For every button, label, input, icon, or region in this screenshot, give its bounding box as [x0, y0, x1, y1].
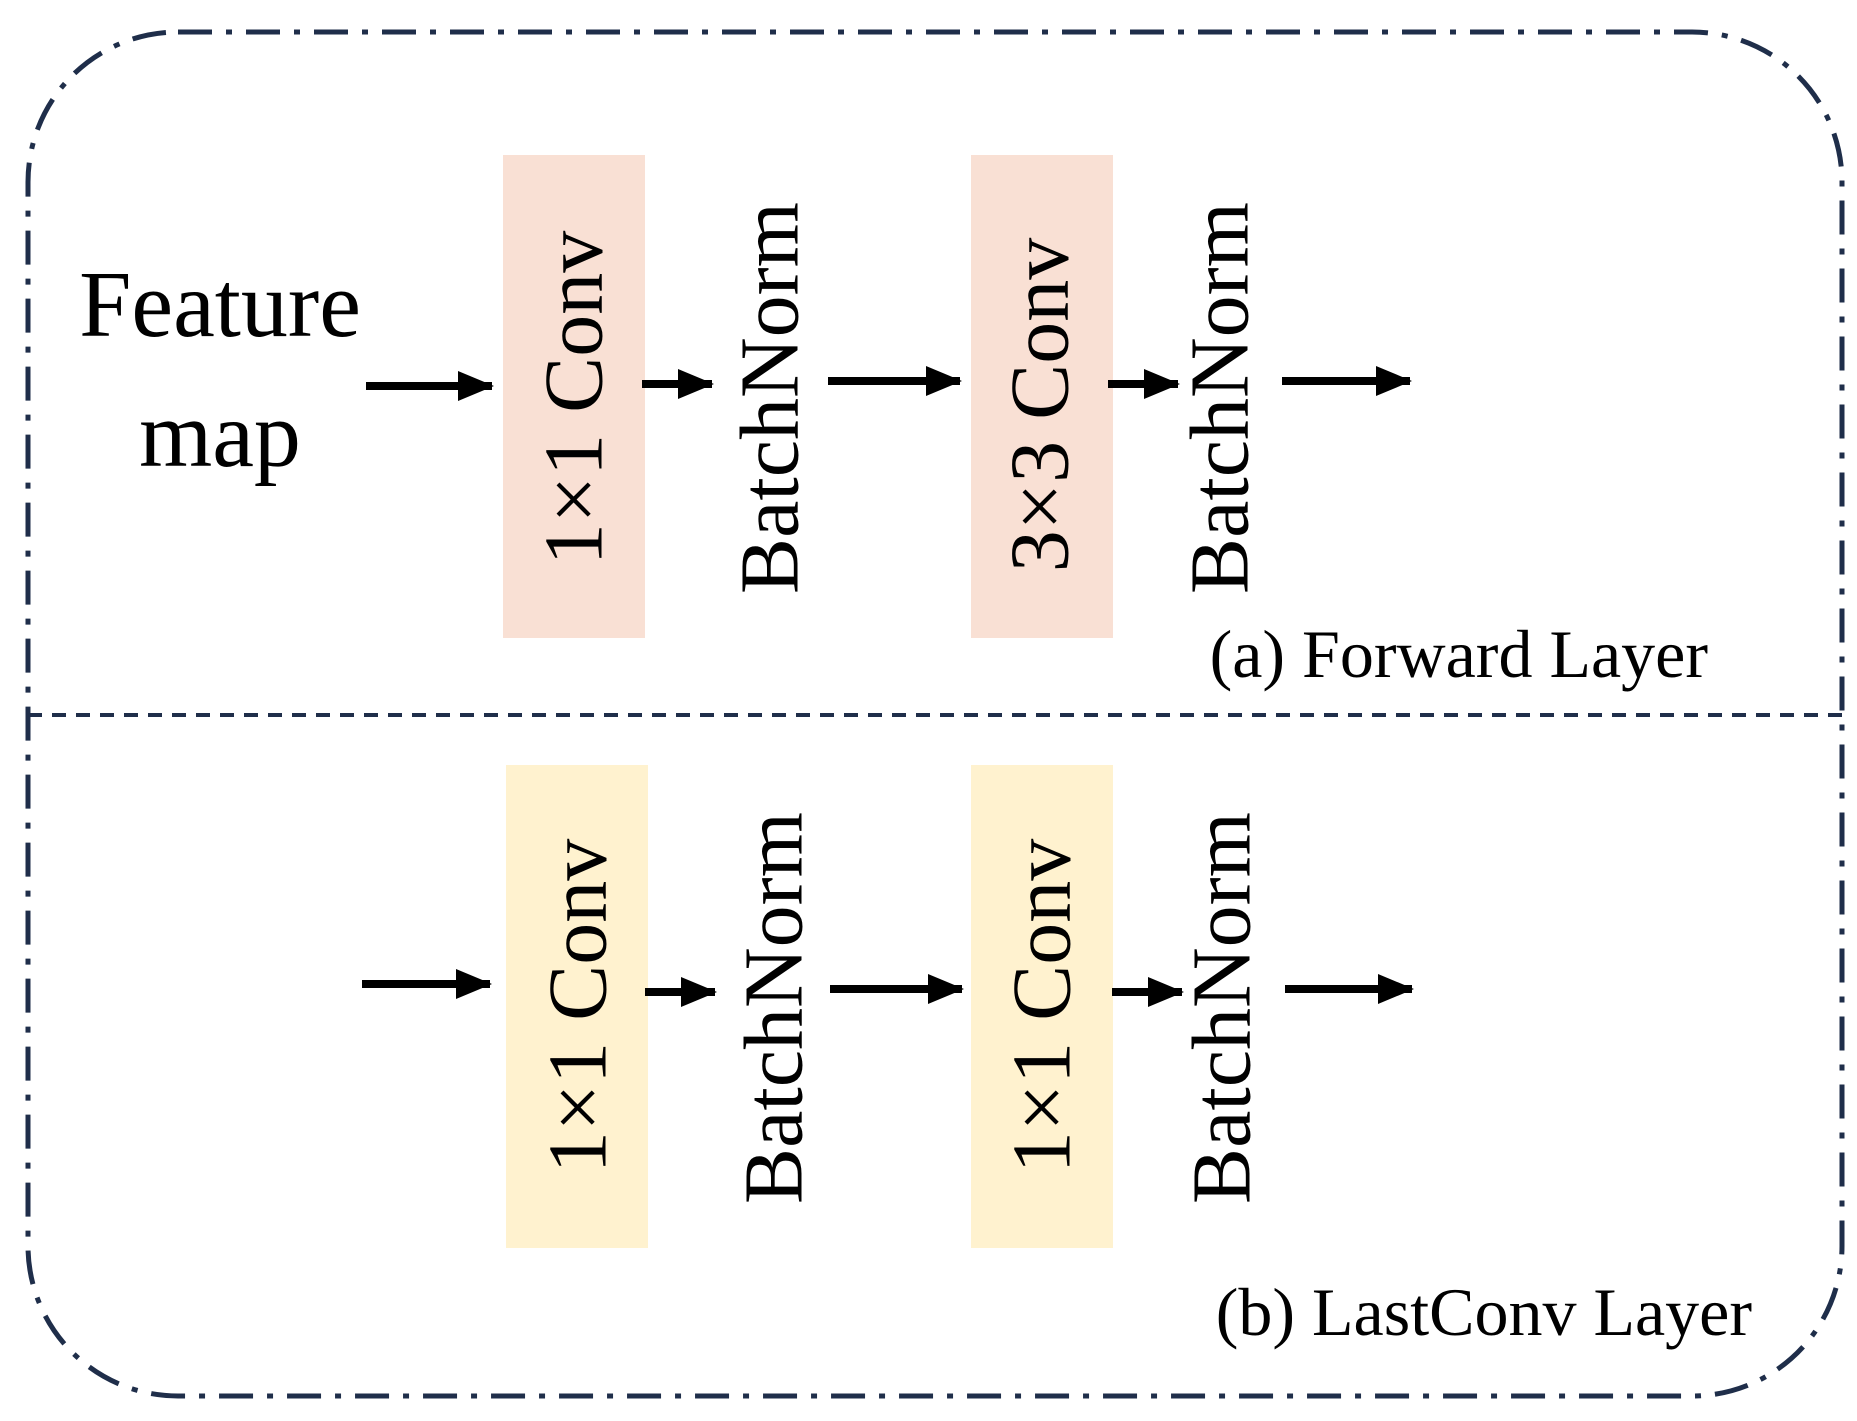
- forward-bn1-label: BatchNorm: [724, 202, 817, 594]
- feature-map-label-line2: map: [139, 383, 301, 487]
- lastconv-conv2-block: [971, 765, 1113, 1248]
- lastconv-bn2-label: BatchNorm: [1176, 812, 1269, 1204]
- forward-conv1-label: 1×1 Conv: [528, 231, 621, 565]
- forward-caption: (a) Forward Layer: [1210, 616, 1709, 692]
- feature-map-label-line1: Feature: [79, 253, 361, 357]
- forward-conv2-block: [971, 155, 1113, 638]
- forward-layer: Feature map 1×1 Conv BatchNorm 3×3 Conv …: [79, 155, 1708, 692]
- lastconv-bn1-label: BatchNorm: [728, 812, 821, 1204]
- lastconv-conv1-label: 1×1 Conv: [532, 839, 625, 1173]
- forward-bn2-label: BatchNorm: [1174, 202, 1267, 594]
- lastconv-caption: (b) LastConv Layer: [1216, 1274, 1753, 1350]
- lastconv-conv1-block: [506, 765, 648, 1248]
- lastconv-conv2-label: 1×1 Conv: [996, 839, 1089, 1173]
- forward-conv1-block: [503, 155, 645, 638]
- forward-conv2-label: 3×3 Conv: [994, 238, 1087, 572]
- lastconv-layer: 1×1 Conv BatchNorm 1×1 Conv BatchNorm (b…: [362, 765, 1752, 1350]
